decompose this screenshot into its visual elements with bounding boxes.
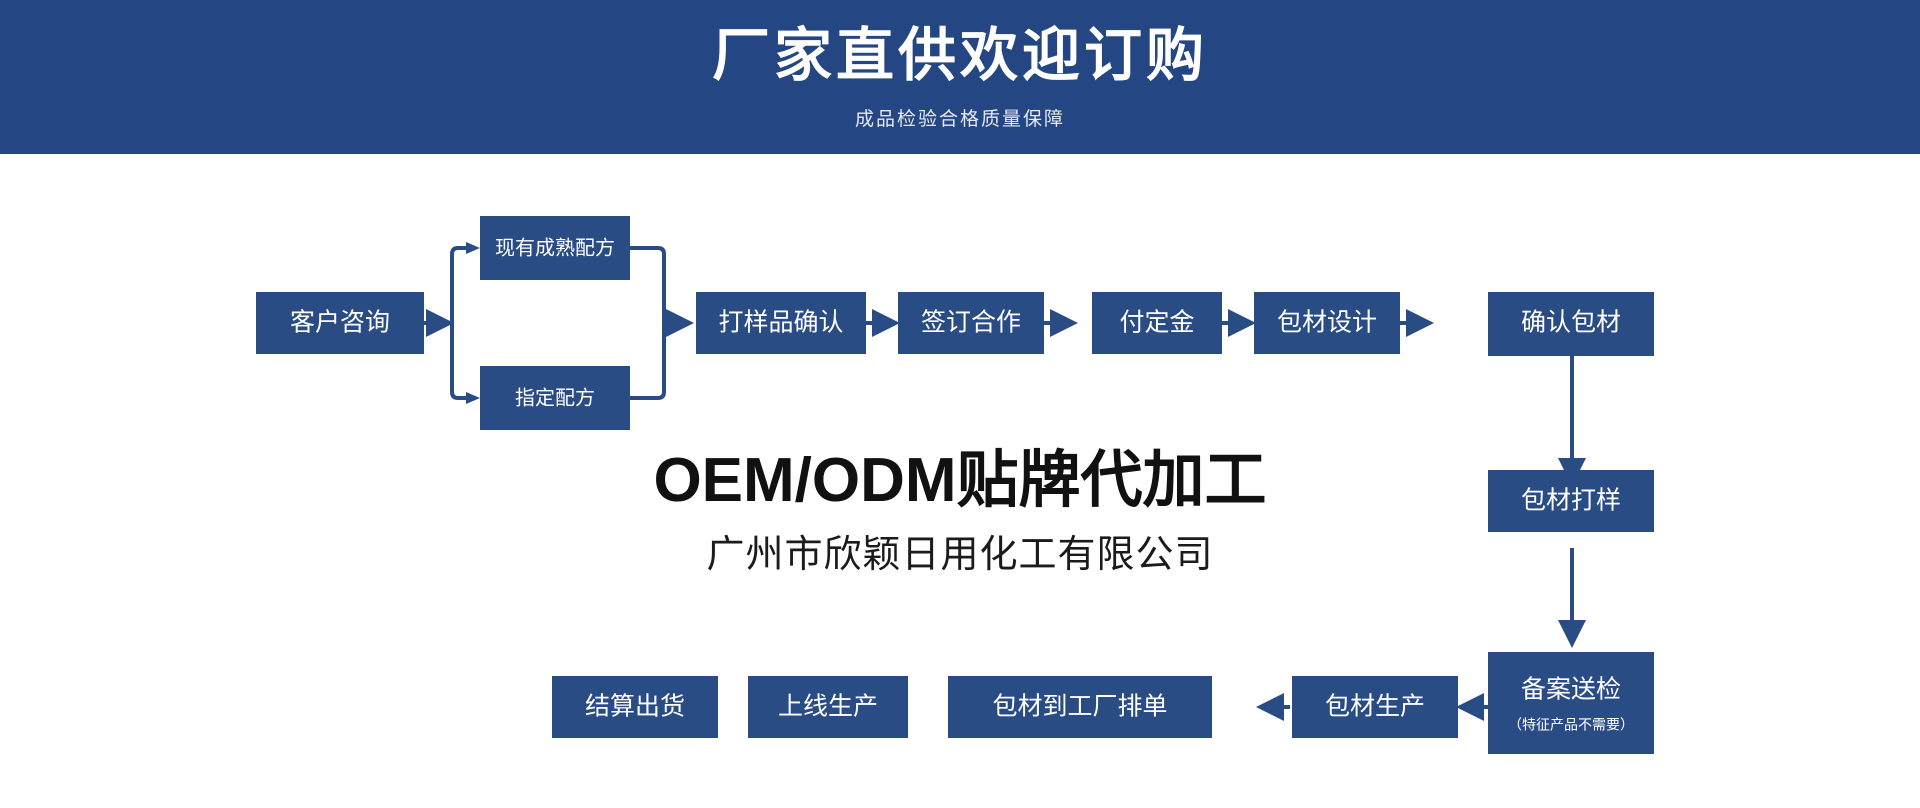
flow-node-n13[interactable]: 结算出货: [552, 676, 718, 738]
banner-subtitle: 成品检验合格质量保障: [854, 108, 1065, 130]
flow-node-label: 包材设计: [1277, 309, 1377, 337]
flow-node-n12[interactable]: 上线生产: [748, 676, 908, 738]
header-banner: 厂家直供欢迎订购 成品检验合格质量保障: [0, 0, 1920, 154]
edge-merge-bus: [630, 246, 694, 400]
banner-title: 厂家直供欢迎订购: [711, 23, 1208, 89]
flow-node-n2b[interactable]: 指定配方: [480, 366, 630, 430]
flow-node-n2a[interactable]: 现有成熟配方: [480, 216, 630, 280]
flow-node-n10[interactable]: 包材生产: [1292, 676, 1458, 738]
flow-node-n8[interactable]: 包材打样: [1488, 470, 1654, 532]
flow-node-label: 现有成熟配方: [495, 236, 615, 259]
flow-node-n5[interactable]: 付定金: [1092, 292, 1222, 354]
flow-node-n9[interactable]: 备案送检 （特征产品不需要）: [1488, 652, 1654, 754]
flow-node-label: 结算出货: [585, 693, 685, 721]
flow-node-label: 付定金: [1119, 309, 1194, 337]
flow-node-label: 客户咨询: [290, 309, 390, 337]
flow-node-n3[interactable]: 打样品确认: [696, 292, 866, 354]
flow-node-n1[interactable]: 客户咨询: [256, 292, 424, 354]
flow-node-n7[interactable]: 确认包材: [1488, 292, 1654, 356]
flow-node-n11[interactable]: 包材到工厂排单: [948, 676, 1212, 738]
flow-node-label: 指定配方: [515, 386, 595, 409]
flow-node-label: 打样品确认: [718, 309, 843, 337]
flow-node-n6[interactable]: 包材设计: [1254, 292, 1400, 354]
edge-split-bus: [450, 242, 480, 404]
flow-node-n4[interactable]: 签订合作: [898, 292, 1044, 354]
flow-node-label: 备案送检: [1521, 676, 1621, 704]
flow-node-label: 签订合作: [921, 309, 1021, 337]
process-flowchart: 客户咨询 现有成熟配方 指定配方 打样品确认 签订合作 付定金: [256, 216, 1654, 754]
flow-node-label: 包材打样: [1521, 487, 1621, 515]
flow-node-label: 包材到工厂排单: [992, 693, 1167, 721]
flow-node-label: 确认包材: [1521, 309, 1621, 337]
flow-node-label: 上线生产: [778, 693, 878, 721]
flow-node-sublabel: （特征产品不需要）: [1508, 717, 1634, 733]
flow-node-label: 包材生产: [1325, 693, 1425, 721]
